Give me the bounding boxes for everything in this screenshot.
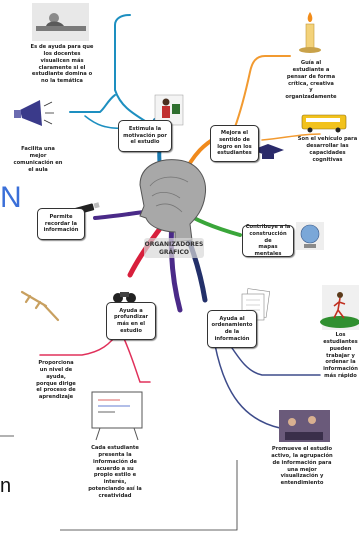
note-comunicacion: Facilita una mejor comunicación en el au… xyxy=(13,146,63,173)
connector-ordenar xyxy=(229,344,321,376)
connector-pensar xyxy=(231,55,291,136)
connector-vehiculo xyxy=(261,133,321,141)
central-head-icon xyxy=(139,159,207,243)
frame-outline xyxy=(0,435,238,531)
cropped-heading-glyph: N xyxy=(0,181,22,214)
whiteboard-icon xyxy=(91,391,143,441)
megaphone-icon xyxy=(14,100,54,126)
node-profundizar: Ayuda a profundizar más en el estudio xyxy=(106,302,156,340)
sleeping-student-image xyxy=(32,3,89,41)
school-bus-icon xyxy=(301,114,347,133)
note-agrupacion: Promueve el estudio activo, la agrupació… xyxy=(271,446,333,487)
connector-agrupacion xyxy=(214,344,281,429)
note-ordenar: Los estudiantes pueden trabajar y ordena… xyxy=(323,332,358,380)
runner-track-image xyxy=(320,285,359,330)
note-apoyo: Proporciona un nivel de ayuda, porque di… xyxy=(36,360,76,401)
connector-docentes-stub xyxy=(69,94,116,113)
students-photo xyxy=(279,410,330,442)
cropped-body-glyph: n xyxy=(0,475,12,497)
graduation-cap-icon xyxy=(252,144,284,159)
candle-icon xyxy=(299,12,321,53)
node-recordar: Permite recordar la información xyxy=(37,208,85,240)
crutch-icon xyxy=(20,290,60,322)
connector-docentes xyxy=(114,14,151,125)
globe-icon xyxy=(296,222,324,250)
note-docentes: Es de ayuda para que los docentes visual… xyxy=(30,44,94,85)
note-estudiante: Cada estudiante presenta la información … xyxy=(88,445,142,500)
node-logro: Mejora el sentido de logro en los estudi… xyxy=(210,125,259,162)
node-mapas: Contribuye a la construcción de mapas me… xyxy=(242,224,294,257)
center-label-line1: ORGANIZADORES xyxy=(145,241,204,248)
node-ordenamiento: Ayuda al ordenamiento de la información xyxy=(207,310,257,348)
note-pensar: Guía al estudiante a pensar de forma crí… xyxy=(285,60,337,101)
binoculars-icon xyxy=(113,292,136,303)
center-label-bg xyxy=(144,238,204,258)
node-motivacion: Estimula la motivación por el estudio xyxy=(118,120,172,152)
note-vehiculo: Son el vehículo para desarrollar las cap… xyxy=(297,136,358,163)
center-label-line2: GRÁFICO xyxy=(159,249,189,256)
